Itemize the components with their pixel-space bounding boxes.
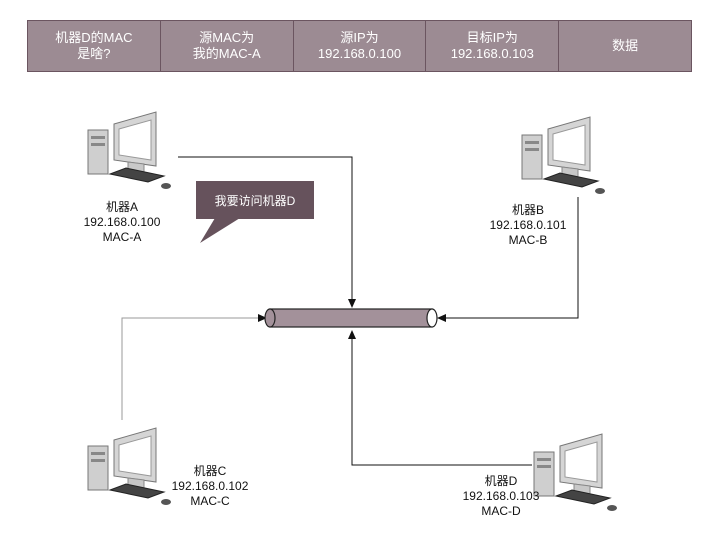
desktop-computer-icon: [533, 433, 617, 511]
network-bus-icon: [264, 308, 438, 328]
desktop-computer-icon: [87, 427, 171, 505]
machine-name: 机器D: [484, 474, 518, 488]
packet-field-data: 数据: [559, 21, 691, 71]
machine-ip: 192.168.0.101: [489, 218, 567, 232]
field-line: 源MAC为: [199, 30, 255, 45]
packet-frame: 机器D的MAC 是啥? 源MAC为 我的MAC-A 源IP为 192.168.0…: [27, 20, 692, 72]
packet-field-dest-mac: 机器D的MAC 是啥?: [28, 21, 161, 71]
machine-a-label: 机器A 192.168.0.100 MAC-A: [62, 200, 182, 245]
desktop-computer-icon: [521, 116, 605, 194]
machine-c-label: 机器C 192.168.0.102 MAC-C: [150, 464, 270, 509]
field-line: 192.168.0.100: [317, 46, 402, 61]
field-line: 机器D的MAC: [55, 30, 133, 45]
wire-c: [121, 314, 267, 420]
field-line: 192.168.0.103: [450, 46, 534, 61]
field-line: 数据: [612, 38, 639, 53]
packet-field-src-ip: 源IP为 192.168.0.100: [293, 21, 427, 71]
field-line: 目标IP为: [466, 30, 518, 45]
machine-d-label: 机器D 192.168.0.103 MAC-D: [441, 474, 561, 519]
wire-d: [348, 330, 532, 466]
machine-mac: MAC-B: [508, 233, 548, 247]
wire-a: [178, 156, 356, 308]
field-line: 源IP为: [340, 30, 379, 45]
speech-bubble-tail: [200, 218, 240, 243]
machine-mac: MAC-C: [190, 494, 230, 508]
machine-b-label: 机器B 192.168.0.101 MAC-B: [468, 203, 588, 248]
packet-field-src-mac: 源MAC为 我的MAC-A: [160, 21, 294, 71]
machine-ip: 192.168.0.103: [462, 489, 540, 503]
packet-field-dest-ip: 目标IP为 192.168.0.103: [426, 21, 560, 71]
machine-name: 机器B: [511, 203, 544, 217]
wire-b: [437, 197, 579, 322]
machine-mac: MAC-D: [481, 504, 521, 518]
machine-mac: MAC-A: [102, 230, 142, 244]
machine-ip: 192.168.0.100: [83, 215, 161, 229]
machine-name: 机器A: [105, 200, 138, 214]
field-line: 是啥?: [77, 46, 111, 61]
field-line: 我的MAC-A: [192, 46, 261, 61]
desktop-computer-icon: [87, 111, 171, 189]
machine-ip: 192.168.0.102: [171, 479, 249, 493]
speech-bubble-icon: 我要访问机器D: [196, 181, 314, 219]
machine-name: 机器C: [193, 464, 227, 478]
speech-bubble-text: 我要访问机器D: [214, 193, 296, 208]
